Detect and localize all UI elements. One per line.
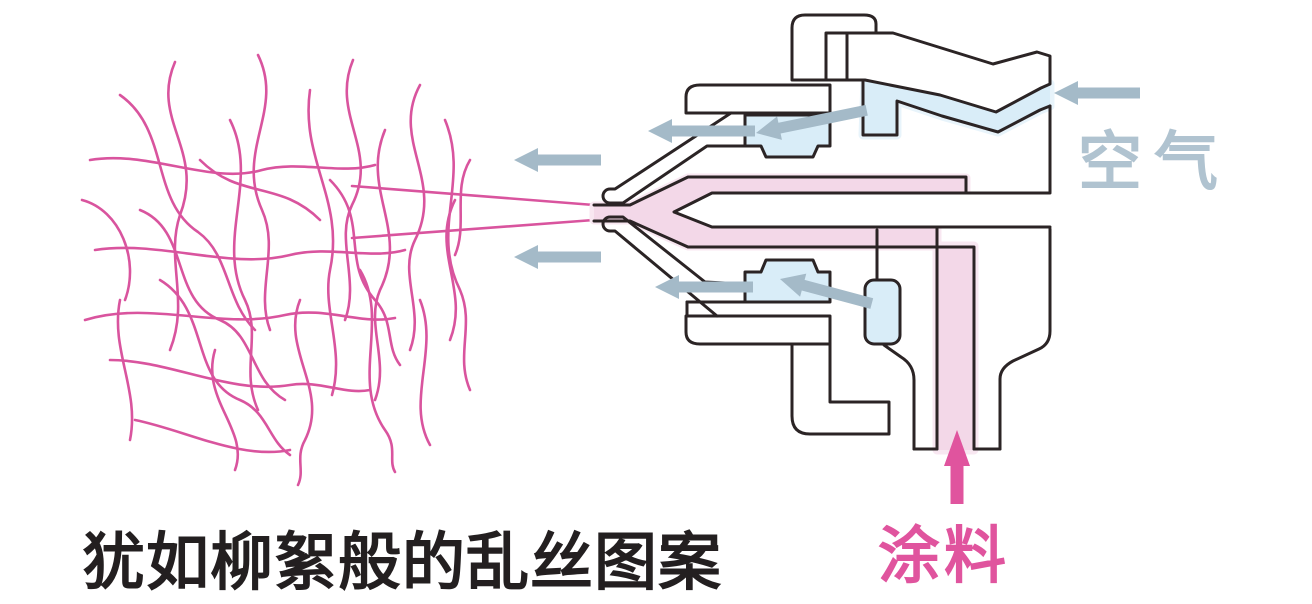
tangle-pattern <box>80 53 472 487</box>
gun-top-flange <box>684 83 832 115</box>
needle <box>674 193 1050 227</box>
air-arrow-upper-diagonal-icon <box>756 104 868 140</box>
gun-bottom-hook <box>790 342 891 436</box>
gun-top-body <box>808 31 1052 114</box>
air-arrow-bottom-outer-icon <box>514 245 601 269</box>
lower-air-port <box>863 278 902 346</box>
air-duct <box>863 80 1050 135</box>
diagram-caption: 犹如柳絮般的乱丝图案 <box>82 528 722 598</box>
gun-bottom-flange <box>684 314 832 346</box>
paint-label: 涂料 <box>878 522 1010 591</box>
gun-top-hook <box>790 13 878 82</box>
air-arrow-top-inner-icon <box>648 119 755 143</box>
air-arrow-bottom-inner-icon <box>655 275 753 299</box>
air-arrow-inlet-icon <box>1054 81 1140 105</box>
spray-cone-lines <box>350 184 596 240</box>
air-arrow-top-outer-icon <box>514 148 601 172</box>
spray-gun-body <box>589 13 1055 455</box>
air-flow-arrows <box>514 81 1140 309</box>
paint-arrow-icon <box>944 430 970 504</box>
air-label: 空气 <box>1078 126 1230 198</box>
air-arrow-lower-diagonal-icon <box>780 273 874 309</box>
